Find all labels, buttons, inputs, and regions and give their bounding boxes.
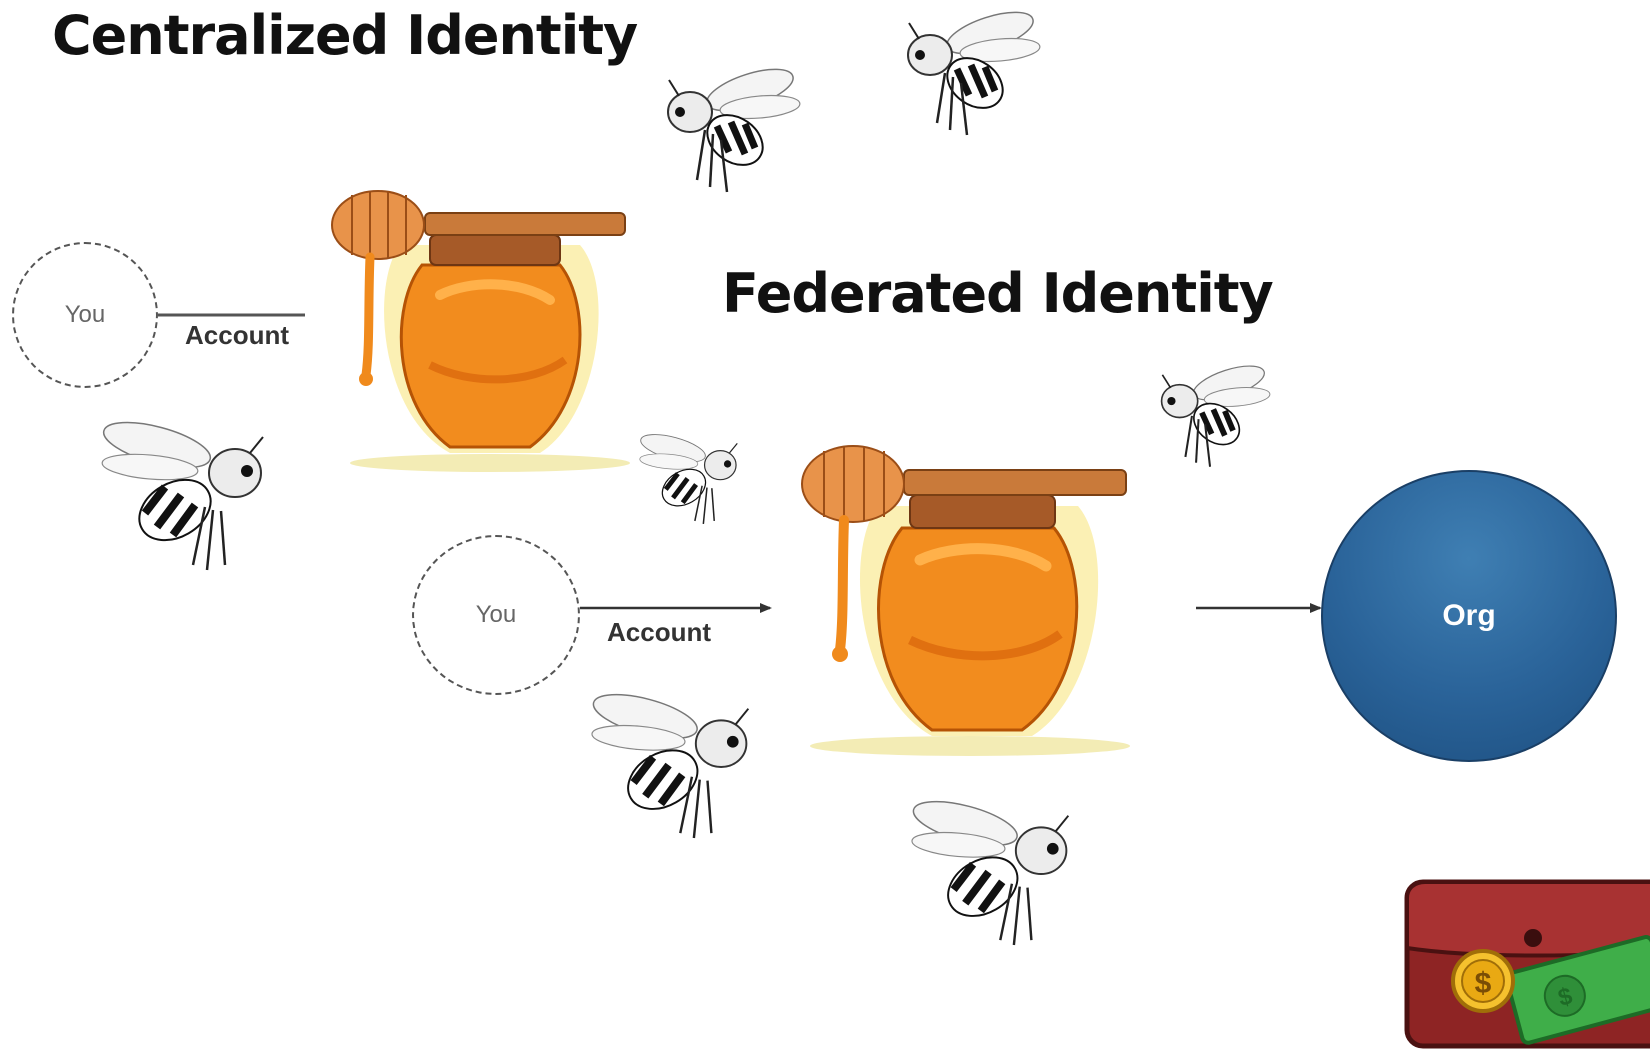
org-label: Org [1442, 599, 1496, 632]
bee-icon [911, 800, 1070, 946]
bee-icon [907, 11, 1041, 136]
federated-identity-title: Federated Identity [722, 262, 1274, 325]
you-node-centralized: You [12, 242, 158, 388]
honey-pot-icon [801, 445, 1130, 756]
wallet-icon: $ $ [1404, 879, 1650, 1049]
bee-icon [591, 693, 750, 839]
bee-icon [1160, 365, 1271, 467]
bee-icon [101, 421, 264, 571]
account-label-centralized: Account [185, 320, 289, 350]
you-label: You [64, 301, 106, 328]
you-node-federated: You [412, 535, 580, 695]
honey-pot-icon [331, 190, 630, 472]
centralized-identity-title: Centralized Identity [52, 4, 638, 67]
bee-icon [667, 68, 801, 193]
you-label: You [475, 601, 517, 628]
svg-text:$: $ [1475, 967, 1492, 1000]
account-label-federated: Account [607, 617, 711, 647]
bee-icon [639, 434, 738, 525]
org-node: Org [1321, 470, 1617, 762]
